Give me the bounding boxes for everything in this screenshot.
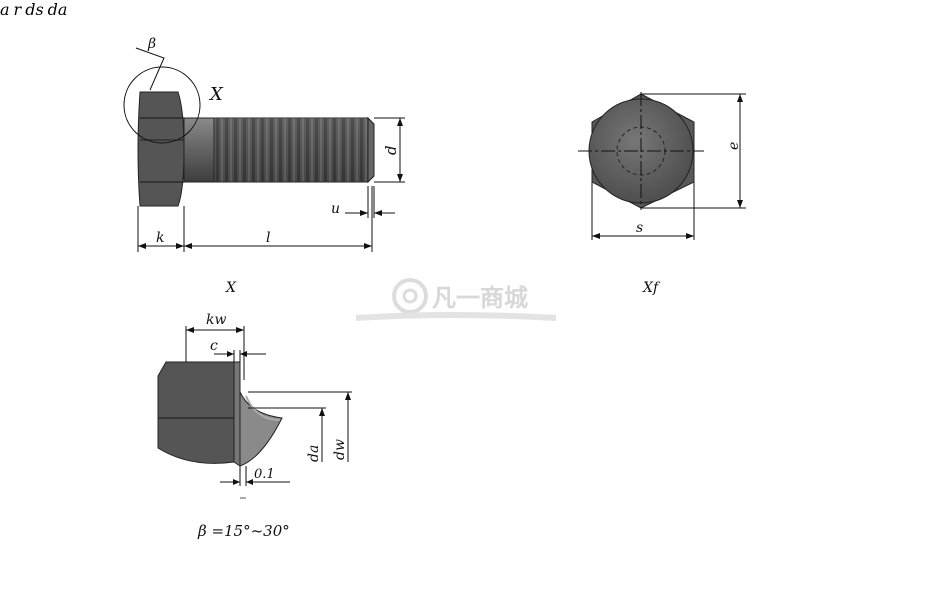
label-beta: β	[147, 36, 156, 52]
detail-xf-title: Xf	[642, 280, 661, 296]
label-ds: ds	[25, 0, 44, 19]
label-s: s	[636, 220, 643, 236]
detail-x-head	[157, 361, 235, 464]
bolt-end-view: e s	[578, 92, 746, 240]
watermark: 凡一商城	[355, 278, 557, 321]
label-da-xf: da	[47, 0, 68, 19]
label-a: a	[0, 0, 10, 19]
bolt-head	[137, 91, 185, 207]
beta-angle-note: β =15°~30°	[198, 522, 290, 540]
bolt-side-view: β X d u k l	[123, 36, 405, 252]
label-dw: dw	[332, 439, 348, 460]
watermark-text: 凡一商城	[432, 284, 528, 312]
label-k: k	[156, 230, 164, 246]
detail-xf-head: a r ds da	[0, 0, 68, 19]
detail-x-title: X	[225, 280, 237, 296]
label-kw: kw	[206, 312, 226, 328]
bolt-neck	[183, 117, 215, 183]
detail-xf-view: a r ds da	[0, 0, 68, 19]
label-l: l	[266, 230, 270, 246]
label-u: u	[331, 201, 340, 217]
label-d: d	[382, 145, 400, 155]
label-da: da	[306, 445, 322, 462]
label-0-1: 0.1	[254, 467, 275, 482]
detail-circle-x	[123, 66, 201, 144]
label-r: r	[13, 0, 22, 19]
detail-x-view: kw c da dw 0.1	[157, 312, 352, 499]
label-c: c	[210, 338, 218, 354]
label-e: e	[726, 142, 742, 150]
label-x-main: X	[208, 84, 224, 105]
